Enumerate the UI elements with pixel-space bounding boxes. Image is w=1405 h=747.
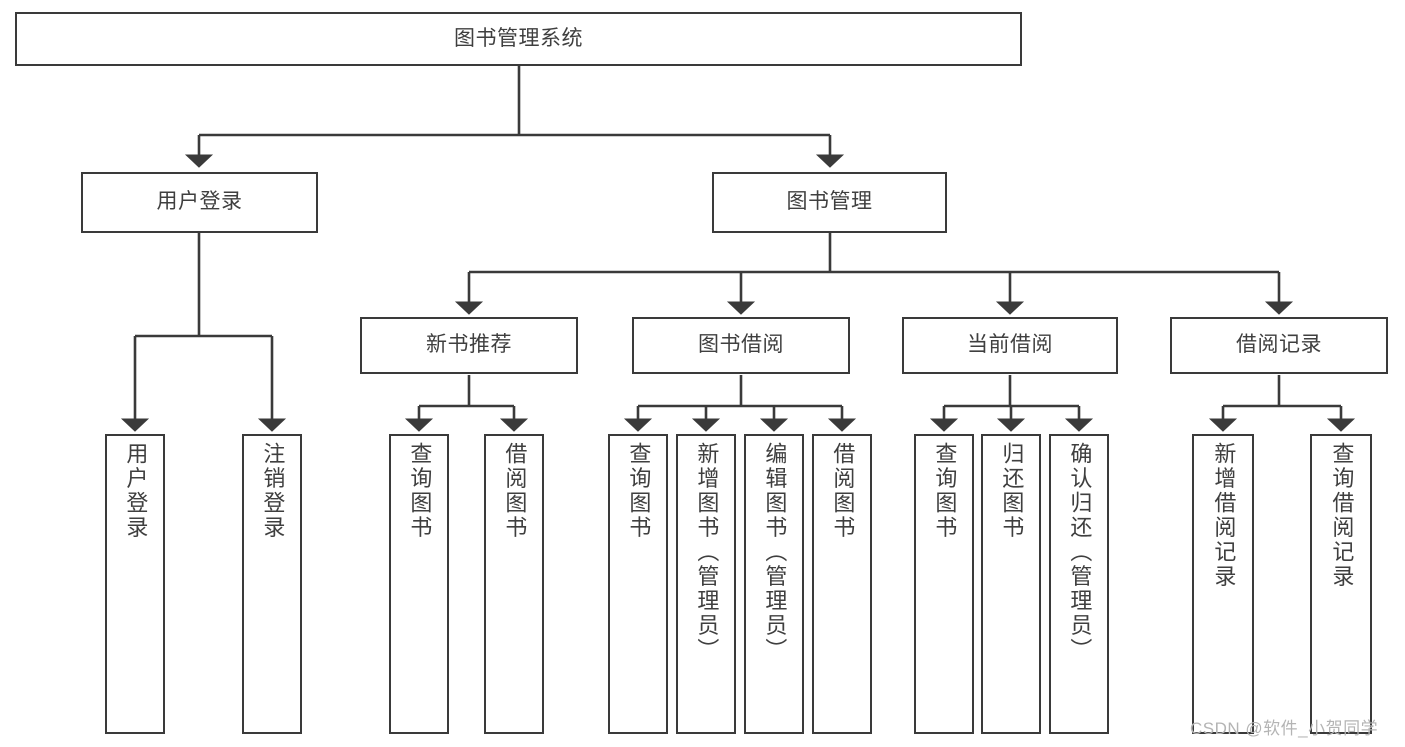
- node-leaf-edit-book-label: 编辑图书（管理员）: [762, 442, 788, 663]
- edge-book-borrow-to-leaves: [623, 375, 857, 432]
- node-leaf-user-login-label: 用户登录: [123, 442, 149, 540]
- edge-borrow-record-to-leaves: [1208, 375, 1356, 432]
- node-leaf-return-book-label: 归还图书: [999, 442, 1025, 540]
- node-leaf-add-book[interactable]: 新增图书（管理员）: [676, 434, 736, 734]
- node-leaf-edit-book[interactable]: 编辑图书（管理员）: [744, 434, 804, 734]
- node-leaf-query-book-3[interactable]: 查询图书: [914, 434, 974, 734]
- node-new-book-rec[interactable]: 新书推荐: [360, 317, 578, 374]
- node-leaf-add-record-label: 新增借阅记录: [1211, 442, 1237, 589]
- node-user-login[interactable]: 用户登录: [81, 172, 318, 233]
- node-leaf-logout[interactable]: 注销登录: [242, 434, 302, 734]
- node-book-manage[interactable]: 图书管理: [712, 172, 947, 233]
- node-leaf-logout-label: 注销登录: [260, 442, 286, 540]
- node-leaf-query-book-1[interactable]: 查询图书: [389, 434, 449, 734]
- node-borrow-record-label: 借阅记录: [1236, 333, 1322, 357]
- node-current-borrow-label: 当前借阅: [967, 333, 1053, 357]
- node-leaf-add-book-label: 新增图书（管理员）: [694, 442, 720, 663]
- node-leaf-query-book-2-label: 查询图书: [626, 442, 652, 540]
- edge-book-manage-to-level2: [454, 233, 1294, 315]
- node-leaf-borrow-book-2-label: 借阅图书: [830, 442, 856, 540]
- node-new-book-rec-label: 新书推荐: [426, 333, 512, 357]
- node-leaf-borrow-book-1-label: 借阅图书: [502, 442, 528, 540]
- node-leaf-confirm-return-label: 确认归还（管理员）: [1067, 442, 1093, 663]
- node-leaf-query-book-3-label: 查询图书: [932, 442, 958, 540]
- edge-root-to-level1: [184, 66, 845, 168]
- edge-current-borrow-to-leaves: [929, 375, 1094, 432]
- node-leaf-query-record[interactable]: 查询借阅记录: [1310, 434, 1372, 734]
- node-leaf-query-book-1-label: 查询图书: [407, 442, 433, 540]
- node-leaf-query-record-label: 查询借阅记录: [1329, 442, 1355, 589]
- node-leaf-confirm-return[interactable]: 确认归还（管理员）: [1049, 434, 1109, 734]
- node-leaf-return-book[interactable]: 归还图书: [981, 434, 1041, 734]
- node-leaf-add-record[interactable]: 新增借阅记录: [1192, 434, 1254, 734]
- node-book-borrow-label: 图书借阅: [698, 333, 784, 357]
- node-leaf-user-login[interactable]: 用户登录: [105, 434, 165, 734]
- node-book-manage-label: 图书管理: [786, 190, 873, 214]
- edge-new-book-rec-to-leaves: [404, 375, 529, 432]
- node-current-borrow[interactable]: 当前借阅: [902, 317, 1118, 374]
- node-borrow-record[interactable]: 借阅记录: [1170, 317, 1388, 374]
- node-leaf-borrow-book-2[interactable]: 借阅图书: [812, 434, 872, 734]
- node-user-login-label: 用户登录: [156, 190, 243, 214]
- node-root-system[interactable]: 图书管理系统: [15, 12, 1022, 66]
- node-root-system-label: 图书管理系统: [454, 26, 583, 50]
- edge-user-login-to-leaves: [120, 233, 287, 432]
- node-book-borrow[interactable]: 图书借阅: [632, 317, 850, 374]
- node-leaf-borrow-book-1[interactable]: 借阅图书: [484, 434, 544, 734]
- node-leaf-query-book-2[interactable]: 查询图书: [608, 434, 668, 734]
